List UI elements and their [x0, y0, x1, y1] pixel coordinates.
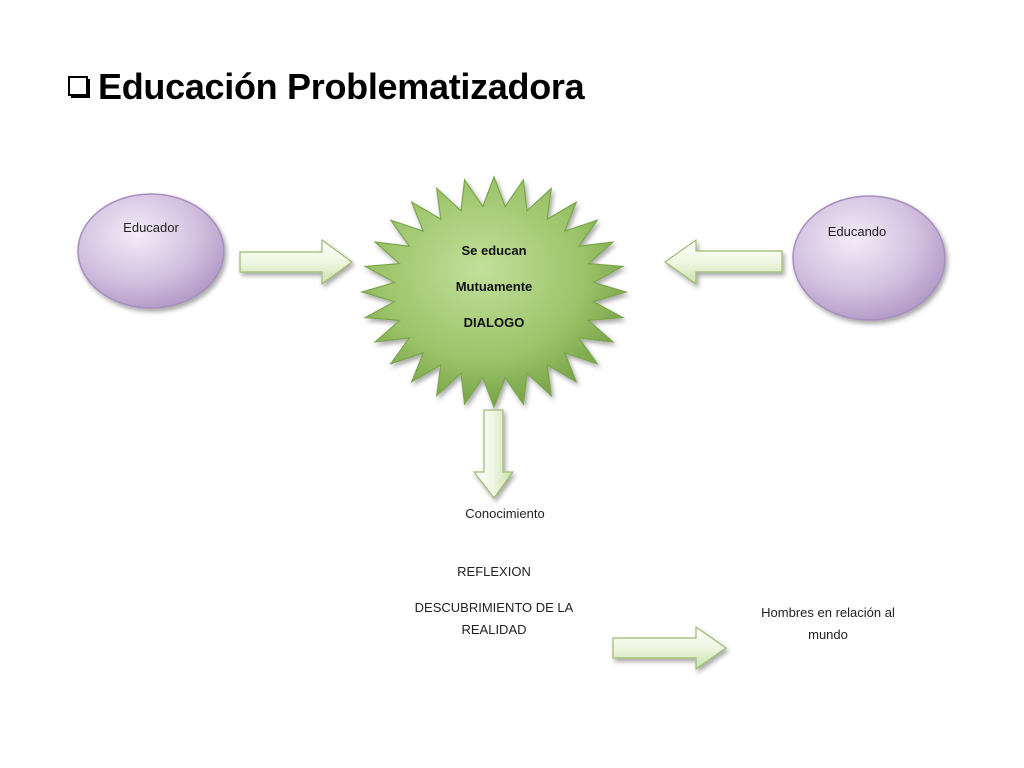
title-text: Educación Problematizadora — [98, 66, 585, 107]
conocimiento-label: Conocimiento — [465, 506, 545, 521]
educador-label: Educador — [123, 220, 179, 235]
educando-label: Educando — [828, 224, 887, 239]
arrow-center-to-conocimiento — [472, 409, 515, 500]
arrow-descubrimiento-to-hombres — [612, 625, 728, 671]
arrow-educador-to-center — [239, 238, 354, 286]
starburst-shape — [359, 175, 629, 409]
educando-node: Educando — [792, 195, 946, 321]
slide-title: Educación Problematizadora — [66, 60, 585, 114]
descubrimiento-line-1: DESCUBRIMIENTO DE LA — [415, 600, 574, 615]
arrow-educando-to-center — [663, 238, 783, 286]
checkbox-bullet-icon — [68, 76, 90, 98]
educador-node: Educador — [77, 193, 225, 309]
center-line-3: DIALOGO — [464, 315, 525, 330]
central-starburst: Se educan Mutuamente DIALOGO — [359, 175, 629, 409]
reflexion-label: REFLEXION — [457, 564, 531, 579]
center-line-2: Mutuamente — [456, 279, 533, 294]
hombres-line-2: mundo — [808, 627, 848, 642]
center-line-1: Se educan — [461, 243, 526, 258]
hombres-line-1: Hombres en relación al — [761, 605, 895, 620]
descubrimiento-line-2: REALIDAD — [461, 622, 526, 637]
